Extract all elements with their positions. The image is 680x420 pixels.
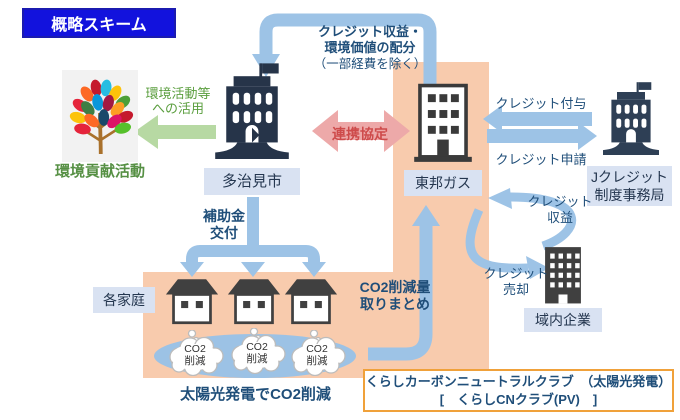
partnership-arrow: [312, 110, 410, 152]
cloud-icon: [169, 329, 224, 377]
club-caption-box: くらしカーボンニュートラルクラブ （太陽光発電） [ くらしCNクラブ(PV) …: [363, 369, 674, 412]
tajimi-city-building-icon: [215, 63, 289, 159]
eco-use-label: 環境活動等 への活用: [145, 86, 211, 116]
colorful-tree-icon: [69, 79, 134, 155]
toho-gas-building-icon: [414, 83, 472, 162]
credit-apply-arrow: [487, 122, 597, 150]
eco-use-arrow: [134, 115, 216, 149]
credit-grant-arrow: [483, 105, 592, 133]
credit-apply-label: クレジット申請: [495, 152, 587, 167]
j-credit-label: Jクレジット 制度事務局: [587, 166, 672, 206]
eco-activity-label: 環境貢献活動: [54, 163, 145, 180]
cloud-icon: [291, 329, 346, 377]
co2-cloud: CO2 削減: [166, 329, 224, 377]
co2-cloud-text: CO2 削減: [246, 341, 268, 365]
subsidy-label: 補助金 交付: [203, 208, 245, 241]
house-icon: [227, 279, 281, 325]
co2-cloud-text: CO2 削減: [184, 343, 206, 367]
co2-cloud: CO2 削減: [228, 327, 286, 375]
co2-aggregate-label: CO2削減量 取りまとめ: [359, 279, 431, 312]
page-title-text: 概略スキーム: [51, 17, 147, 34]
eco-tree-icon: [62, 70, 138, 162]
credit-grant-label: クレジット付与: [495, 96, 587, 111]
credit-income-label: クレジット 収益: [527, 194, 593, 225]
house-icon: [165, 279, 219, 325]
regional-companies-building-icon: [545, 247, 581, 304]
co2-aggregate-arrow: [368, 205, 440, 361]
co2-cloud: CO2 削減: [288, 329, 346, 377]
credit-sale-arrow: [465, 208, 549, 279]
tajimi-city-label: 多治見市: [204, 168, 300, 195]
credit-profit-label: クレジット収益・ 環境価値の配分 （一部経費を除く）: [313, 24, 427, 71]
solar-caption: 太陽光発電でCO2削減: [180, 386, 331, 403]
j-credit-building-icon: [603, 82, 659, 155]
households-label: 各家庭: [93, 287, 155, 313]
credit-sale-label: クレジット 売却: [483, 266, 549, 297]
toho-gas-label: 東邦ガス: [404, 170, 482, 196]
regional-companies-label: 域内企業: [524, 308, 602, 332]
house-icon: [284, 279, 338, 325]
cloud-icon: [231, 327, 286, 375]
credit-income-arrow: [488, 188, 576, 251]
tree-leaves: [69, 79, 134, 135]
subsidy-arrow: [180, 197, 326, 277]
co2-cloud-text: CO2 削減: [306, 343, 328, 367]
partnership-label: 連携協定: [332, 126, 388, 142]
page-title: 概略スキーム: [22, 8, 176, 38]
